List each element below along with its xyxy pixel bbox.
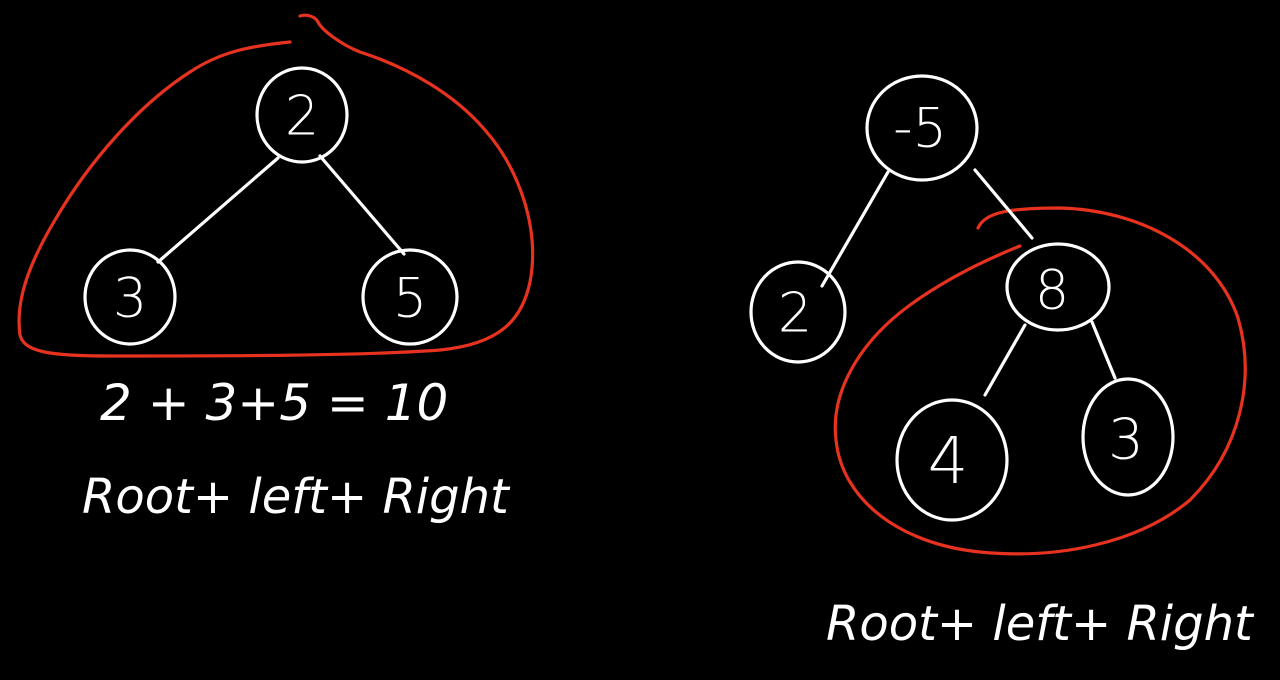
- node-circle: [1005, 242, 1111, 332]
- node-label: 4: [928, 425, 969, 499]
- node-circle: [865, 74, 979, 182]
- node-label: 3: [113, 267, 147, 330]
- right-tree-node-8-right: 3: [1081, 377, 1175, 497]
- node-label: 3: [1108, 408, 1144, 473]
- node-label: 2: [285, 85, 319, 148]
- right-tree-node-root: -5: [865, 74, 979, 182]
- right-tree-node-left: 2: [749, 260, 847, 364]
- right-edge-8-to-left: [983, 323, 1027, 397]
- node-circle: [255, 66, 349, 164]
- left-tree-highlight-loop: [17, 13, 535, 358]
- right-edge-8-to-right: [1090, 320, 1117, 380]
- right-tree-caption: Root+ left+ Right: [826, 596, 1255, 652]
- right-tree-node-8-left: 4: [895, 398, 1009, 522]
- node-circle: [361, 248, 459, 346]
- left-tree-equation: 2 + 3+5 = 10: [100, 374, 448, 432]
- node-circle: [1081, 377, 1175, 497]
- right-edge-root-to-right: [973, 168, 1034, 240]
- right-tree-node-8: 8: [1005, 242, 1111, 332]
- node-label: -5: [893, 97, 947, 160]
- node-circle: [895, 398, 1009, 522]
- right-tree: -5 2 8 4 3 Root+ left+ Right: [749, 74, 1255, 652]
- node-label: 8: [1035, 259, 1069, 322]
- left-tree-node-right: 5: [361, 248, 459, 346]
- node-circle: [83, 248, 177, 346]
- left-tree-caption: Root+ left+ Right: [82, 469, 511, 525]
- left-edge-root-to-left: [156, 156, 280, 264]
- node-label: 2: [778, 282, 812, 345]
- left-edge-root-to-right: [318, 154, 406, 256]
- node-circle: [749, 260, 847, 364]
- left-tree-node-root: 2: [255, 66, 349, 164]
- node-label: 5: [393, 267, 427, 330]
- left-tree-node-left: 3: [83, 248, 177, 346]
- right-tree-highlight-loop: [833, 206, 1247, 556]
- right-edge-root-to-left: [820, 170, 890, 288]
- left-tree: 2 3 5 2 + 3+5 = 10 Root+ left+ Right: [17, 13, 535, 525]
